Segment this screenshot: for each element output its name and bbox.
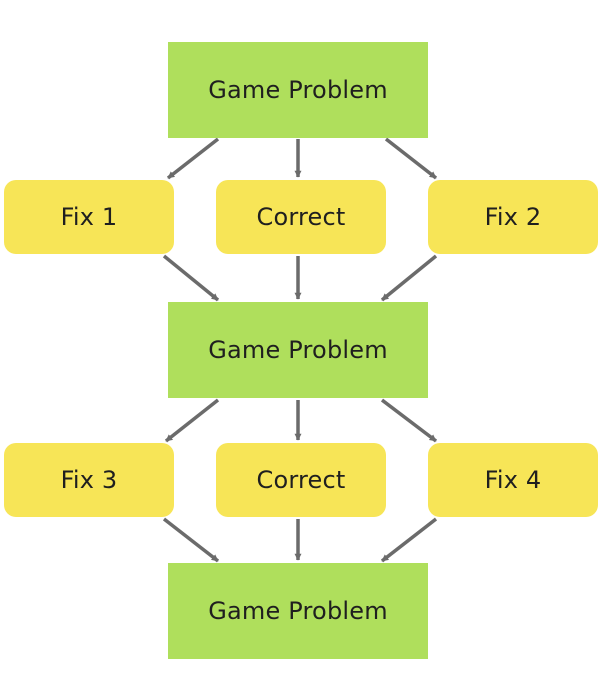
game-problem-label-2: Game Problem <box>208 336 388 364</box>
correct-label-1: Correct <box>256 203 346 231</box>
fix-4-label: Fix 4 <box>484 466 542 494</box>
arrow-problem1-to-fix1 <box>166 137 220 180</box>
arrow-fix3-to-problem3 <box>162 517 220 563</box>
arrow-fix2-to-problem2 <box>380 254 438 302</box>
arrow-problem1-to-fix2 <box>384 137 438 180</box>
fix-2-label: Fix 2 <box>484 203 542 231</box>
game-problem-box-2: Game Problem <box>168 302 428 398</box>
game-problem-box-1: Game Problem <box>168 42 428 138</box>
correct-box-2: Correct <box>216 443 386 517</box>
arrow-fix4-to-problem3 <box>380 517 438 563</box>
arrow-problem2-to-fix3 <box>164 398 220 443</box>
fix-1-box: Fix 1 <box>4 180 174 254</box>
fix-3-box: Fix 3 <box>4 443 174 517</box>
arrow-problem2-to-fix4 <box>380 398 438 443</box>
fix-1-label: Fix 1 <box>60 203 118 231</box>
fix-4-box: Fix 4 <box>428 443 598 517</box>
correct-label-2: Correct <box>256 466 346 494</box>
correct-box-1: Correct <box>216 180 386 254</box>
fix-3-label: Fix 3 <box>60 466 118 494</box>
game-problem-label-1: Game Problem <box>208 76 388 104</box>
arrow-fix1-to-problem2 <box>162 254 220 302</box>
fix-2-box: Fix 2 <box>428 180 598 254</box>
game-problem-label-3: Game Problem <box>208 597 388 625</box>
game-problem-box-3: Game Problem <box>168 563 428 659</box>
